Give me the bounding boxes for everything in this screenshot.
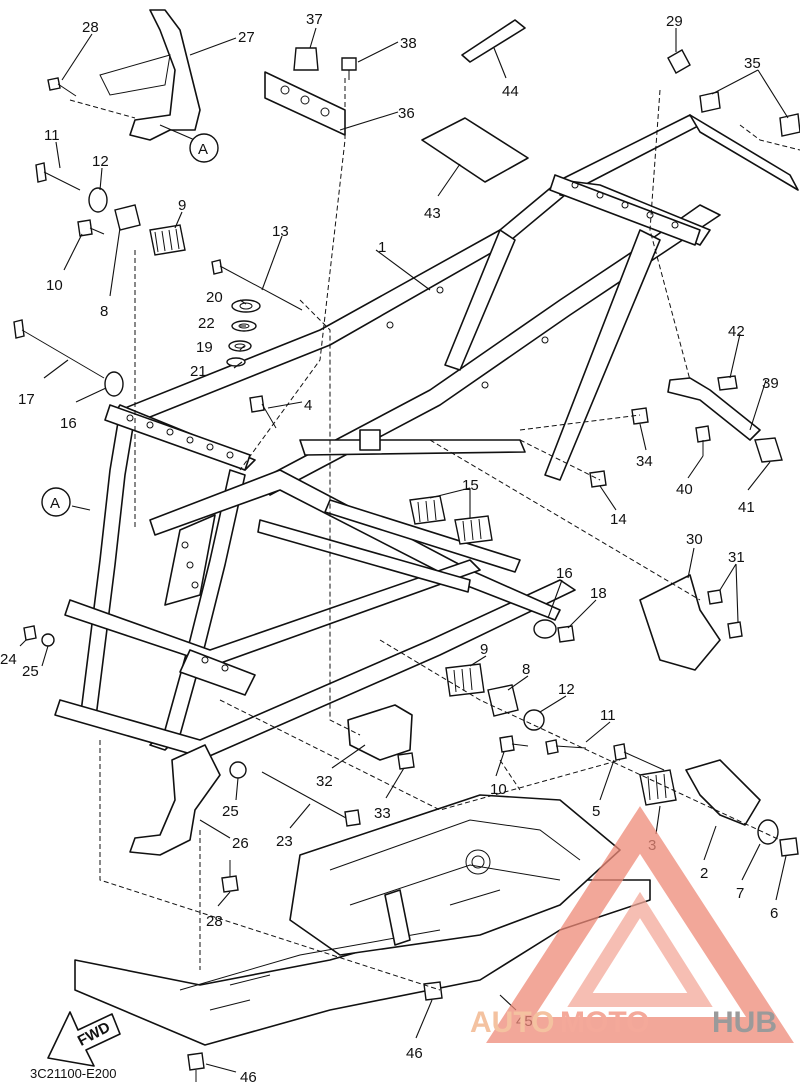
- callout-40: 40: [676, 481, 693, 498]
- diagram-code: 3C21100-E200: [30, 1066, 117, 1081]
- callout-35: 35: [744, 55, 761, 72]
- callout-46: 46: [406, 1045, 423, 1062]
- callout-38: 38: [400, 35, 417, 52]
- parts: [13, 9, 800, 1082]
- callout-9: 9: [178, 197, 186, 214]
- callout-11b: 11: [600, 707, 616, 724]
- callout-4: 4: [304, 397, 312, 414]
- callout-25: 25: [22, 663, 39, 680]
- callout-12b: 12: [558, 681, 575, 698]
- callout-2: 2: [700, 865, 708, 882]
- callout-36: 36: [398, 105, 415, 122]
- svg-text:A: A: [50, 495, 60, 512]
- callout-19: 19: [196, 339, 213, 356]
- callout-43: 43: [424, 205, 441, 222]
- callout-34: 34: [636, 453, 653, 470]
- callout-26: 26: [232, 835, 249, 852]
- callout-10: 10: [46, 277, 63, 294]
- callout-39: 39: [762, 375, 779, 392]
- callout-25b: 25: [222, 803, 239, 820]
- callout-37: 37: [306, 11, 323, 28]
- callout-33: 33: [374, 805, 391, 822]
- callout-6: 6: [770, 905, 778, 922]
- callout-14: 14: [610, 511, 627, 528]
- callout-7: 7: [736, 885, 744, 902]
- callout-16: 16: [60, 415, 77, 432]
- callout-46b: 46: [240, 1069, 257, 1084]
- callout-5: 5: [592, 803, 600, 820]
- callout-9b: 9: [480, 641, 488, 658]
- fwd-arrow: FWD: [47, 1011, 121, 1067]
- callout-15: 15: [462, 477, 479, 494]
- callout-8: 8: [100, 303, 108, 320]
- callout-24: 24: [0, 651, 17, 668]
- callout-30: 30: [686, 531, 703, 548]
- callout-44: 44: [502, 83, 519, 100]
- callout-12: 12: [92, 153, 109, 170]
- callout-11: 11: [44, 127, 60, 144]
- skid-plate: [74, 794, 651, 1046]
- watermark-triangle-inner: [567, 891, 713, 1007]
- watermark-text-b: MOTO: [560, 1006, 649, 1039]
- watermark-triangle-outer: [486, 806, 794, 1043]
- callout-22: 22: [198, 315, 215, 332]
- callout-28b: 28: [206, 913, 223, 930]
- leader-lines: [19, 27, 789, 1073]
- dashed-guides: [69, 78, 800, 991]
- callout-31: 31: [728, 549, 745, 566]
- watermark-logo: [486, 806, 794, 1043]
- callout-16b: 16: [556, 565, 573, 582]
- ref-marker-a-top: A: [189, 133, 219, 163]
- callout-23: 23: [276, 833, 293, 850]
- ref-marker-a-left: A: [41, 487, 71, 517]
- callout-41: 41: [738, 499, 755, 516]
- watermark-text: AUTO MOTO HUB: [470, 1006, 777, 1039]
- callout-32: 32: [316, 773, 333, 790]
- watermark-text-a: AUTO: [470, 1006, 554, 1039]
- main-frame: [54, 114, 799, 759]
- callout-13: 13: [272, 223, 289, 240]
- callout-10b: 10: [490, 781, 507, 798]
- callout-27: 27: [238, 29, 255, 46]
- callout-8b: 8: [522, 661, 530, 678]
- callout-29: 29: [666, 13, 683, 30]
- callout-17: 17: [18, 391, 35, 408]
- callout-20: 20: [206, 289, 223, 306]
- callout-1: 1: [378, 239, 386, 256]
- callout-21: 21: [190, 363, 207, 380]
- callout-18: 18: [590, 585, 607, 602]
- watermark-text-c: HUB: [712, 1006, 777, 1039]
- callout-28: 28: [82, 19, 99, 36]
- frame-holes: [126, 181, 679, 672]
- svg-text:A: A: [198, 141, 208, 158]
- callout-42: 42: [728, 323, 745, 340]
